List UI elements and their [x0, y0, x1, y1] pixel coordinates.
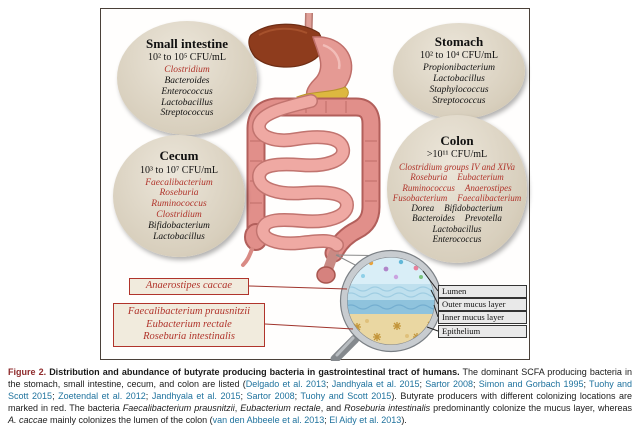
- magnifier-icon: [330, 249, 443, 361]
- bacteria-line: Roseburia Eubacterium: [410, 172, 504, 182]
- caption-segment: A. caccae: [8, 414, 48, 425]
- caption-segment: ,: [234, 402, 241, 413]
- epithelium-cells: [352, 319, 435, 342]
- label-epithelium: Epithelium: [438, 325, 527, 338]
- bacterium-name: Dorea: [411, 203, 435, 214]
- bacterium-name: Clostridium: [164, 65, 210, 76]
- bacteria-line: Bacteroides Prevotella: [412, 213, 502, 223]
- bacterium-name: Lactobacillus: [161, 97, 213, 108]
- bacterium-name: Lactobacillus: [153, 231, 205, 242]
- caption-segment: Faecalibacterium prausnitzii: [122, 402, 235, 413]
- citation-link[interactable]: Simon and Gorbach 1995: [478, 378, 584, 389]
- bacterium-name: Fusobacterium: [392, 192, 448, 203]
- label-outer-mucus-layer: Outer mucus layer: [438, 298, 527, 311]
- species-name: Faecalibacterium prausnitzii: [127, 305, 251, 317]
- callout-cecum: Cecum 10³ to 10⁷ CFU/mL Faecalibacterium…: [113, 135, 245, 257]
- bacterium-name: Streptococcus: [160, 108, 214, 119]
- caption-segment: ;: [145, 390, 152, 401]
- species-name: Eubacterium rectale: [146, 318, 232, 330]
- bacterium-name: Enterococcus: [161, 86, 213, 97]
- citation-link[interactable]: Tuohy and Scott 2015: [8, 378, 632, 401]
- caption-segment: ).: [401, 414, 407, 425]
- lumen-species-box: Anaerostipes caccae: [129, 278, 249, 295]
- citation-link[interactable]: Jandhyala et al. 2015: [151, 390, 241, 401]
- bacterium-name: Eubacterium: [457, 172, 504, 183]
- gi-tract-illustration: [241, 12, 443, 361]
- region-title: Stomach: [434, 34, 484, 50]
- species-name: Anaerostipes caccae: [145, 280, 233, 292]
- caption-segment: ;: [472, 378, 479, 389]
- small-intestine-icon: [251, 94, 355, 252]
- bacterium-name: Lactobacillus: [433, 74, 485, 85]
- region-cfu: 10³ to 10⁷ CFU/mL: [140, 164, 218, 176]
- caption-segment: ;: [294, 390, 301, 401]
- caption-segment: Roseburia intestinalis: [344, 402, 431, 413]
- caption-segment: ;: [419, 378, 426, 389]
- bacterium-name: Bifidobacterium: [444, 203, 503, 214]
- bacterium-name: Bacteroides: [164, 75, 210, 86]
- liver-icon: [248, 23, 324, 68]
- caption-segment: ;: [583, 378, 590, 389]
- species-name: Roseburia intestinalis: [143, 331, 235, 343]
- bacterium-name: Roseburia: [410, 172, 448, 183]
- bacterium-name: Staphylococcus: [429, 85, 489, 96]
- citation-link[interactable]: Delgado et al. 2013: [245, 378, 326, 389]
- caption-segment: ;: [52, 390, 59, 401]
- region-title: Small intestine: [146, 35, 228, 51]
- bacterium-name: Roseburia: [159, 188, 199, 199]
- bacterium-name: Ruminococcus: [402, 182, 455, 193]
- caption-segment: ;: [324, 414, 330, 425]
- label-inner-mucus-layer: Inner mucus layer: [438, 311, 527, 324]
- bacterium-name: Ruminococcus: [151, 199, 207, 210]
- region-cfu: 10² to 10⁵ CFU/mL: [148, 52, 226, 64]
- caption-segment: The dominant SCFA producing bacteria in …: [8, 367, 632, 389]
- bacterium-name: Faecalibacterium: [457, 192, 522, 203]
- callout-stomach: Stomach 10² to 10⁴ CFU/mL Propionibacter…: [393, 23, 525, 119]
- bacterium-name: Clostridium groups IV and XIVa: [398, 162, 515, 173]
- bacteria-line: Fusobacterium Faecalibacterium: [393, 193, 521, 203]
- bacterium-name: Propionibacterium: [423, 63, 495, 74]
- callout-small-intestine: Small intestine 10² to 10⁵ CFU/mL Clostr…: [117, 21, 257, 135]
- citation-link[interactable]: El Aidy et al. 2013: [329, 414, 402, 425]
- caption-segment: ). Butyrate producers with different col…: [8, 390, 632, 413]
- citation-link[interactable]: Sartor 2008: [425, 378, 473, 389]
- citation-link[interactable]: Zoetendal et al. 2012: [58, 390, 146, 401]
- bacterium-name: Enterococcus: [432, 233, 482, 244]
- label-connector-lines: [422, 270, 439, 332]
- region-title: Cecum: [159, 148, 199, 164]
- bacteria-line: Dorea Bifidobacterium: [411, 203, 502, 213]
- bacterium-name: Anaerostipes: [464, 182, 512, 193]
- region-cfu: >10¹¹ CFU/mL: [426, 149, 488, 161]
- region-title: Colon: [440, 132, 474, 148]
- species-connector-lines: [248, 285, 354, 330]
- figure-label: Figure 2.: [8, 367, 47, 377]
- caption-segment: , and: [320, 402, 345, 413]
- bacterium-name: Clostridium: [156, 210, 202, 221]
- bacterium-name: Faecalibacterium: [145, 177, 213, 188]
- caption-segment: Distribution and abundance of butyrate p…: [49, 367, 460, 377]
- citation-link[interactable]: Sartor 2008: [246, 390, 295, 401]
- label-lumen: Lumen: [438, 285, 527, 298]
- caption-segment: predominantly colonize the mucus layer, …: [430, 402, 633, 413]
- bacterium-name: Lactobacillus: [432, 223, 482, 234]
- bacterium-name: Bacteroides: [412, 213, 455, 224]
- citation-link[interactable]: Tuohy and Scott 2015: [300, 390, 392, 401]
- bacterium-name: Streptococcus: [432, 95, 486, 106]
- citation-link[interactable]: Jandhyala et al. 2015: [331, 378, 420, 389]
- caption-segment: ;: [325, 378, 332, 389]
- figure-panel: Small intestine 10² to 10⁵ CFU/mL Clostr…: [100, 8, 530, 361]
- caption-segment: mainly colonizes the lumen of the colon …: [47, 414, 213, 425]
- caption-segment: ;: [240, 390, 247, 401]
- region-cfu: 10² to 10⁴ CFU/mL: [420, 50, 498, 62]
- callout-colon: Colon >10¹¹ CFU/mL Clostridium groups IV…: [387, 115, 527, 263]
- citation-link[interactable]: van den Abbeele et al. 2013: [212, 414, 325, 425]
- mucus-species-box: Faecalibacterium prausnitzii Eubacterium…: [113, 303, 265, 347]
- caption-segment: Eubacterium rectale: [240, 402, 321, 413]
- figure-caption: Figure 2. Distribution and abundance of …: [8, 367, 632, 427]
- bacterium-name: Bifidobacterium: [148, 220, 210, 231]
- bacteria-line: Ruminococcus Anaerostipes: [402, 183, 511, 193]
- bacterium-name: Prevotella: [464, 213, 502, 224]
